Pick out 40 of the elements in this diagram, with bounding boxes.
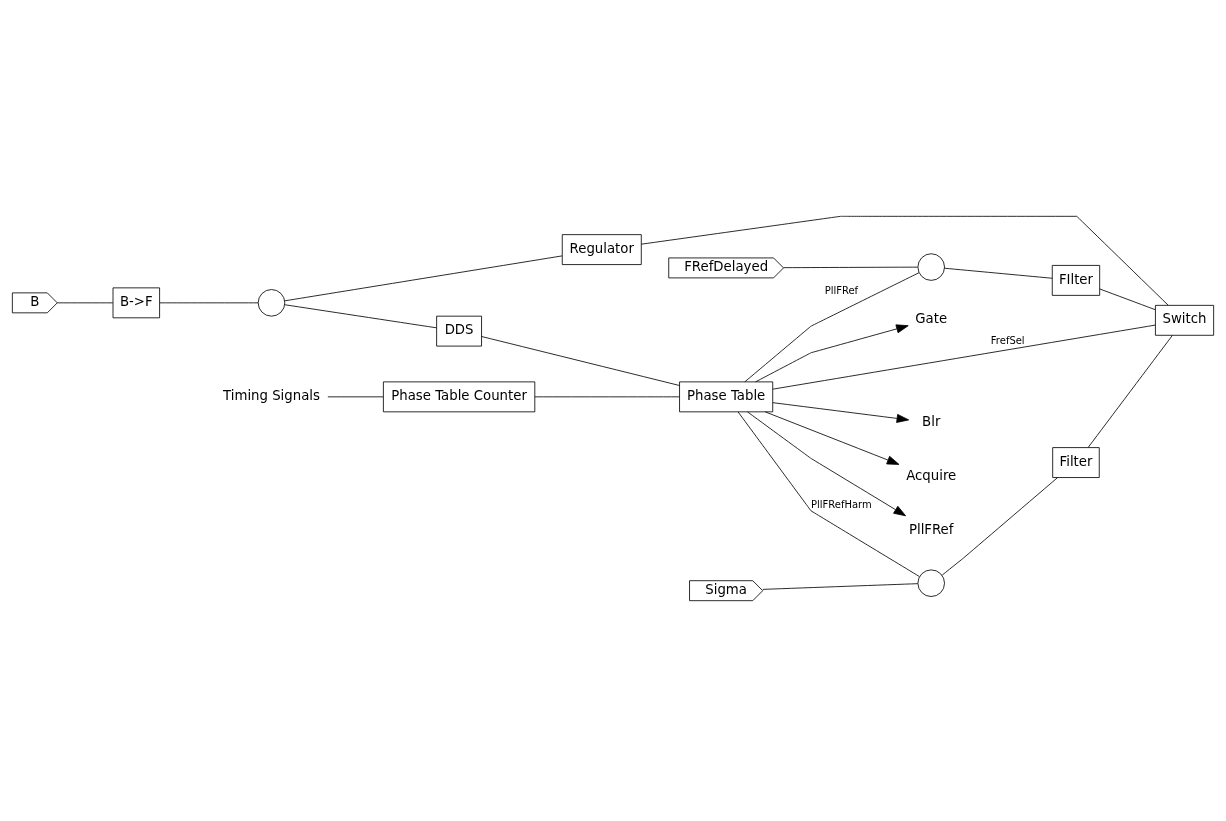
- connector: [56, 301, 114, 303]
- connector: [762, 582, 919, 590]
- connector: [640, 215, 1169, 306]
- edge-label: PllFRef: [824, 284, 859, 296]
- arrow: [764, 410, 900, 465]
- connector: [534, 395, 680, 397]
- connector: [944, 267, 1053, 279]
- connector: [772, 324, 1156, 390]
- connector: [744, 271, 920, 382]
- connector: [1099, 288, 1156, 310]
- connector: [481, 335, 680, 386]
- edge-label: FrefSel: [990, 334, 1025, 346]
- node-box: FIlter: [1051, 264, 1101, 296]
- node-box: Phase Table: [679, 380, 774, 412]
- node-text: PllFRef: [908, 521, 954, 537]
- connector: [284, 303, 437, 328]
- node-circle: [257, 288, 286, 317]
- node-text: Acquire: [906, 467, 957, 483]
- arrow: [747, 411, 907, 516]
- node-text: Blr: [922, 413, 941, 429]
- node-circle: [917, 569, 945, 597]
- connector: [327, 395, 384, 397]
- node-box: Phase Table Counter: [382, 380, 536, 412]
- node-text: Gate: [915, 310, 948, 326]
- arrow: [755, 323, 909, 382]
- arrow: [772, 401, 910, 423]
- connector: [159, 301, 259, 303]
- connector: [941, 476, 1058, 575]
- edge-label: PllFRefHarm: [811, 498, 872, 510]
- connector: [284, 255, 563, 301]
- connector: [737, 411, 920, 577]
- node-box: DDS: [436, 315, 482, 347]
- node-text: Timing Signals: [223, 387, 320, 403]
- connector: [783, 266, 918, 268]
- node-box: Regulator: [561, 233, 642, 265]
- node-box: Switch: [1155, 304, 1215, 336]
- node-box: Filter: [1052, 446, 1100, 478]
- node-box: B->F: [112, 286, 160, 318]
- node-circle: [917, 252, 945, 281]
- connector: [1087, 334, 1173, 448]
